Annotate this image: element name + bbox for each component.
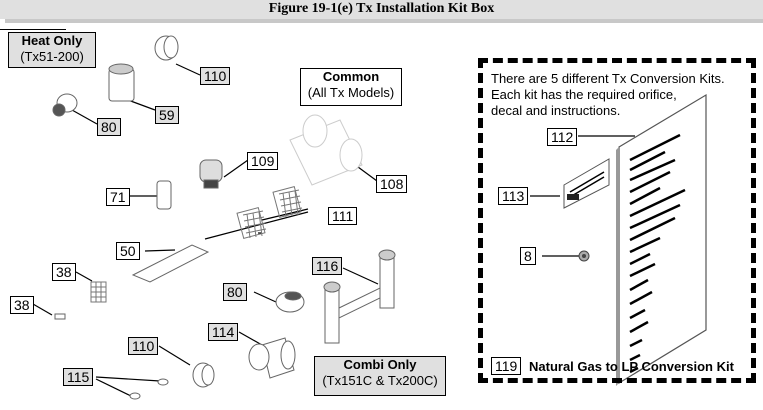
leader-109 [223, 159, 249, 178]
part-label-38: 38 [52, 263, 76, 281]
part-8-orifice [578, 250, 590, 262]
group-combi-only-models: (Tx151C & Tx200C) [322, 373, 438, 388]
part-115-oring [157, 378, 169, 386]
leader-115a [95, 376, 161, 382]
part-label-112: 112 [547, 128, 578, 146]
part-115-oring [129, 392, 141, 400]
part-label-110: 110 [128, 337, 159, 355]
part-label-50: 50 [116, 242, 140, 260]
part-label-59: 59 [155, 106, 179, 124]
conversion-kit-box [478, 58, 756, 383]
part-71-bracket [156, 180, 172, 210]
part-label-114: 114 [208, 323, 239, 341]
leader-110-top [175, 63, 201, 76]
part-label-108: 108 [376, 175, 408, 193]
group-heat-only-name: Heat Only [21, 33, 83, 48]
part-50-strap [131, 244, 210, 283]
conversion-kit-description: There are 5 different Tx Conversion Kits… [491, 71, 751, 119]
leader-114 [238, 331, 263, 346]
part-label-116: 116 [312, 257, 343, 275]
group-heat-only-models: (Tx51-200) [20, 49, 84, 64]
group-combi-only-name: Combi Only [343, 357, 417, 372]
part-label-71: 71 [106, 188, 130, 206]
leader-38b [32, 303, 53, 316]
part-109-valve [199, 159, 223, 183]
part-114-tee [248, 337, 296, 379]
group-common-models: (All Tx Models) [307, 85, 395, 100]
leader-80-combi [253, 291, 277, 303]
part-label-80: 80 [97, 118, 121, 136]
leader-111c [204, 211, 309, 240]
group-common: Common (All Tx Models) [300, 68, 402, 106]
part-label-38: 38 [10, 296, 34, 314]
leader-115b [95, 378, 132, 397]
part-108-tube [289, 114, 363, 186]
kit-description-line: There are 5 different Tx Conversion Kits… [491, 71, 725, 86]
part-113-decal [563, 158, 610, 209]
part-label-110: 110 [200, 67, 231, 85]
group-heat-only: Heat Only (Tx51-200) [8, 32, 96, 68]
part-38-small [54, 313, 66, 320]
part-label-119: 119 [491, 357, 522, 375]
leader-110-combi [158, 345, 191, 366]
part-label-80: 80 [223, 283, 247, 301]
part-label-8: 8 [520, 247, 536, 265]
leader-50 [144, 249, 176, 252]
part-116-manifold [323, 249, 396, 344]
part-label-109: 109 [247, 152, 279, 170]
leader-38a [75, 271, 93, 282]
conversion-kit-name: Natural Gas to LP Conversion Kit [529, 359, 734, 374]
title-bar-shadow [5, 19, 763, 23]
part-label-113: 113 [498, 187, 529, 205]
divider-rule [0, 29, 66, 30]
figure-title-bar [0, 0, 763, 19]
figure-title: Figure 19-1(e) Tx Installation Kit Box [268, 1, 495, 16]
kit-description-line: Each kit has the required orifice, [491, 87, 677, 102]
part-112-instructions [616, 93, 707, 386]
leader-59 [127, 99, 156, 111]
part-label-115: 115 [63, 368, 94, 386]
part-111-screens [236, 185, 303, 240]
leader-108 [357, 166, 378, 182]
leader-116 [342, 267, 379, 285]
leader-80-top [71, 109, 98, 125]
group-common-name: Common [322, 69, 380, 84]
part-38-screen [90, 281, 107, 303]
group-combi-only: Combi Only (Tx151C & Tx200C) [314, 356, 446, 396]
kit-description-line: decal and instructions. [491, 103, 621, 118]
part-label-111: 111 [328, 207, 358, 225]
